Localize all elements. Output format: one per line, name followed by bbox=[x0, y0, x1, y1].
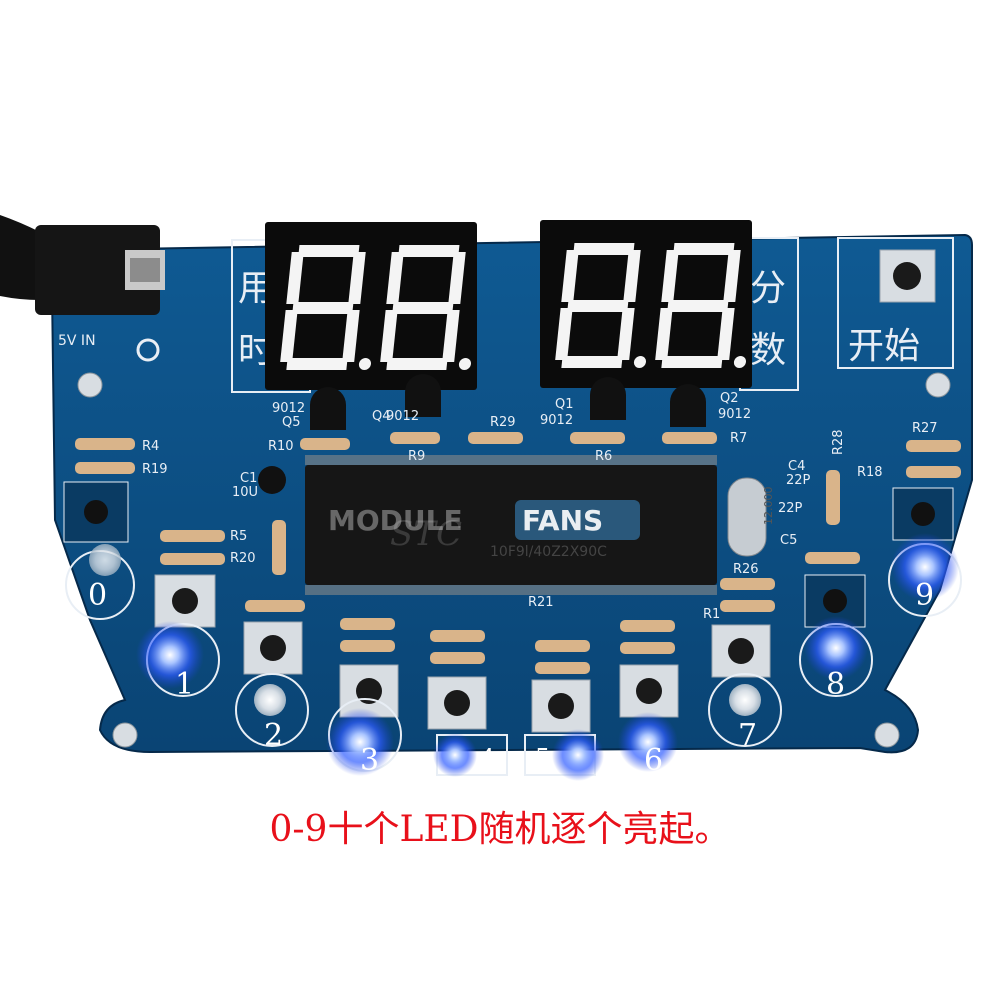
right-panel-char-2: 数 bbox=[750, 330, 786, 371]
label-r19: R19 bbox=[142, 462, 168, 477]
label-r20: R20 bbox=[230, 551, 256, 566]
label-q5: Q5 bbox=[282, 415, 301, 430]
label-c1: C1 bbox=[240, 471, 257, 486]
button-3 bbox=[339, 664, 399, 718]
led-0 bbox=[89, 544, 121, 576]
start-button[interactable] bbox=[879, 249, 936, 303]
button-2 bbox=[243, 621, 303, 675]
dc-power-jack bbox=[0, 215, 165, 315]
watermark-badge bbox=[515, 500, 640, 540]
label-q4-part: 9012 bbox=[386, 409, 419, 424]
button-0 bbox=[63, 481, 129, 543]
led-number-4: 4 bbox=[480, 744, 495, 772]
label-r27: R27 bbox=[912, 421, 938, 436]
caption: 0-9十个LED随机逐个亮起。 bbox=[269, 809, 731, 850]
label-r18: R18 bbox=[857, 465, 883, 480]
mounting-holes bbox=[77, 372, 951, 748]
led-number-9: 9 bbox=[915, 578, 934, 613]
start-label: 开始 bbox=[848, 326, 920, 367]
leds bbox=[89, 533, 959, 781]
led-number-1: 1 bbox=[175, 667, 194, 702]
led-1 bbox=[136, 621, 204, 689]
crystal-marking: 12.000 bbox=[762, 487, 775, 526]
label-r11: R1 bbox=[703, 607, 720, 622]
transistor-q2 bbox=[670, 384, 706, 427]
label-r5: R5 bbox=[230, 529, 247, 544]
led-number-6: 6 bbox=[644, 743, 663, 778]
seven-segment-display-right bbox=[540, 220, 752, 388]
watermark-left: MODULE bbox=[328, 504, 463, 537]
label-c4-value: 22P bbox=[786, 473, 811, 488]
led-number-labels: 0 1 2 3 4 5 6 7 8 9 bbox=[88, 578, 934, 778]
label-q2: Q2 bbox=[720, 391, 739, 406]
led-7 bbox=[729, 684, 761, 716]
seven-segment-display-left bbox=[265, 222, 477, 390]
label-r7: R7 bbox=[730, 431, 747, 446]
button-6 bbox=[619, 664, 679, 718]
led-number-8: 8 bbox=[826, 667, 845, 702]
label-q5-part: 9012 bbox=[272, 401, 305, 416]
button-1 bbox=[154, 574, 216, 628]
label-r29: R29 bbox=[490, 415, 516, 430]
led-3 bbox=[326, 708, 394, 776]
tactile-buttons[interactable] bbox=[63, 481, 954, 733]
transistor-q5 bbox=[310, 387, 346, 430]
led-number-7: 7 bbox=[738, 718, 757, 753]
chip-marking: 10F9l/40Z2X90C bbox=[490, 544, 607, 560]
led-8 bbox=[804, 616, 868, 680]
led-number-2: 2 bbox=[264, 718, 283, 753]
label-c4: C4 bbox=[788, 459, 805, 474]
transistor-q1 bbox=[590, 377, 626, 420]
label-c5-value: 22P bbox=[778, 501, 803, 516]
transistor-q4 bbox=[405, 374, 441, 417]
button-9 bbox=[892, 487, 954, 541]
label-q1-part: 9012 bbox=[540, 413, 573, 428]
led-number-5: 5 bbox=[535, 744, 550, 772]
label-q1: Q1 bbox=[555, 397, 574, 412]
led-4 bbox=[433, 733, 477, 777]
label-c1-value: 10U bbox=[232, 485, 258, 500]
led-number-0: 0 bbox=[88, 578, 107, 613]
label-r9: R9 bbox=[408, 449, 425, 464]
led-2 bbox=[254, 684, 286, 716]
watermark-right: FANS bbox=[522, 504, 603, 537]
led-5 bbox=[552, 729, 604, 781]
label-q4: Q4 bbox=[372, 409, 391, 424]
label-q2-part: 9012 bbox=[718, 407, 751, 422]
label-r10: R10 bbox=[268, 439, 294, 454]
power-label: 5V IN bbox=[58, 333, 96, 349]
button-7 bbox=[711, 624, 771, 678]
label-r21: R21 bbox=[528, 595, 554, 610]
chip-brand: STC bbox=[390, 514, 462, 554]
resistors bbox=[75, 432, 961, 674]
crystal-oscillator: 12.000 bbox=[727, 477, 775, 557]
mcu-chip: STC 10F9l/40Z2X90C bbox=[305, 455, 717, 595]
label-r4: R4 bbox=[142, 439, 159, 454]
label-r26: R26 bbox=[733, 562, 759, 577]
component-labels: R4 R19 R5 R20 R10 C1 10U Q5 9012 Q4 9012… bbox=[142, 391, 938, 622]
label-c5: C5 bbox=[780, 533, 797, 548]
button-4 bbox=[427, 676, 487, 730]
label-r28: R28 bbox=[831, 429, 846, 455]
start-panel-frame bbox=[837, 237, 954, 369]
led-6 bbox=[618, 712, 678, 772]
capacitor-c1 bbox=[258, 466, 286, 494]
button-5 bbox=[531, 679, 591, 733]
led-number-3: 3 bbox=[360, 743, 379, 778]
power-symbol bbox=[136, 338, 160, 362]
right-panel-char-1: 分 bbox=[750, 268, 786, 309]
label-r6: R6 bbox=[595, 449, 612, 464]
led-9 bbox=[891, 533, 959, 601]
